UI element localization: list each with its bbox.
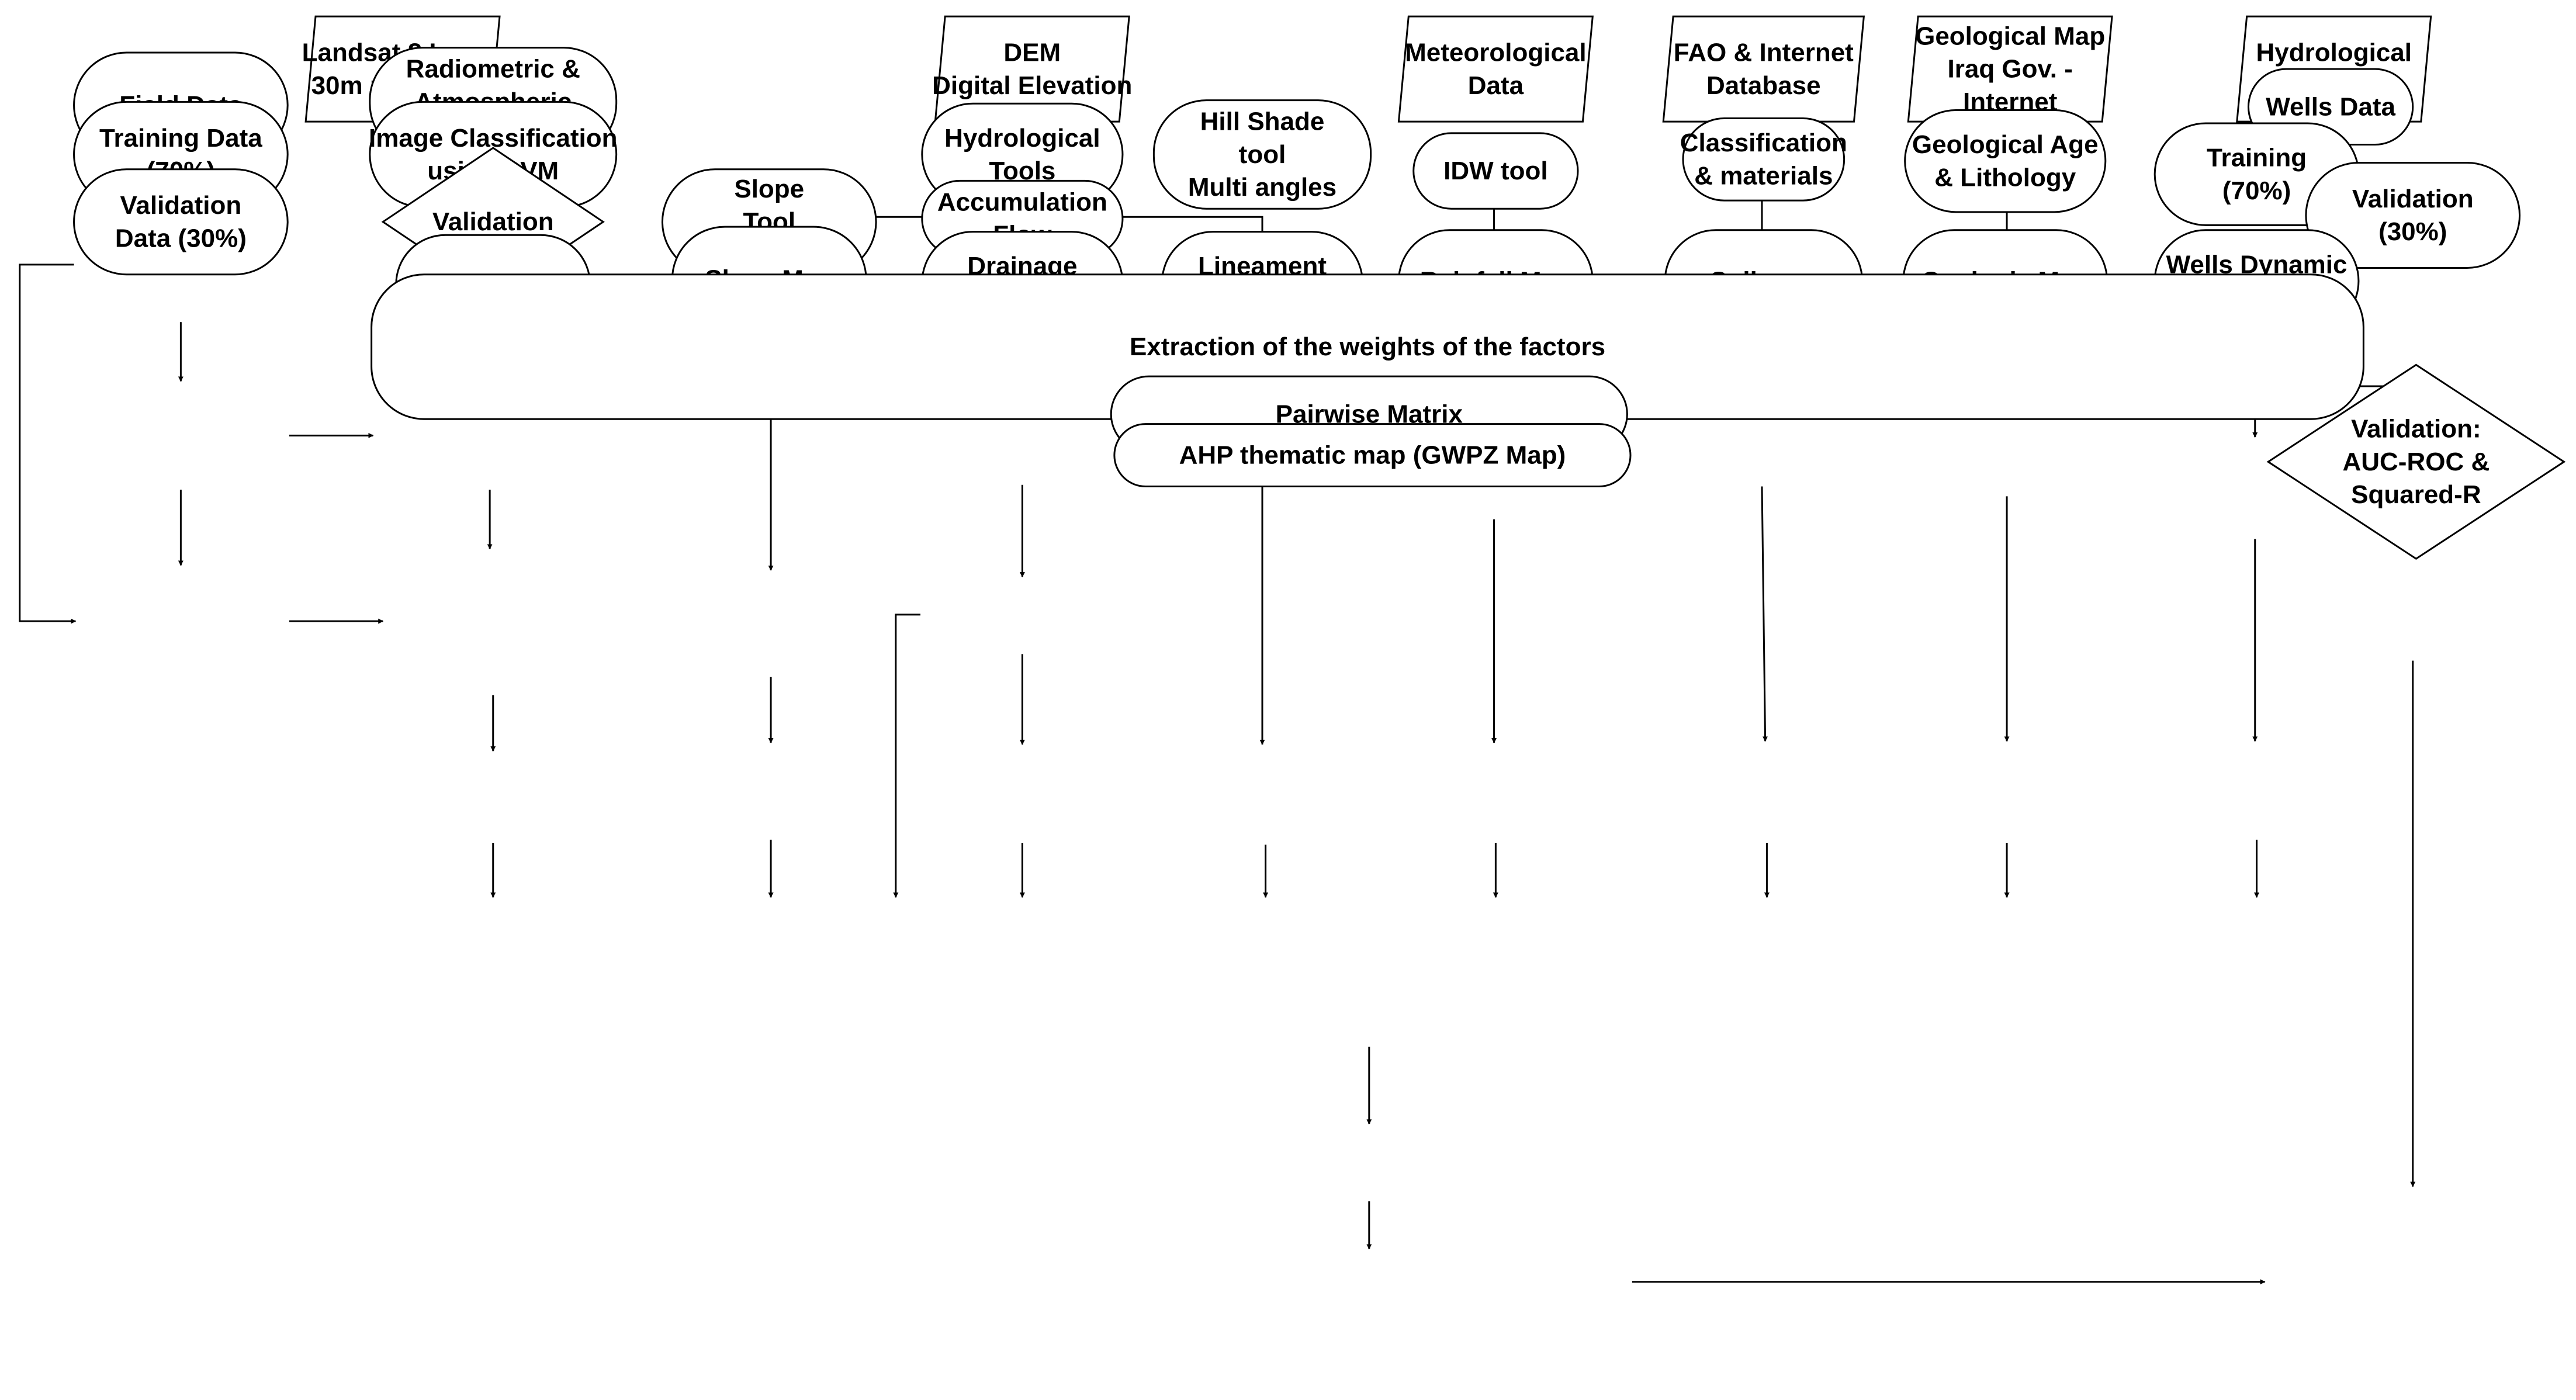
classmat-label: Classification [1680, 129, 1847, 157]
valdata-label: Validation [120, 191, 241, 220]
idw-shape [1412, 132, 1579, 210]
node-geoage: Geological Age & Lithology [1904, 109, 2107, 213]
geoage-shape [1904, 109, 2107, 213]
training-label: Training Data [99, 124, 262, 153]
geoage-label: & Lithology [1934, 163, 2076, 192]
classmat-shape [1682, 117, 1846, 202]
node-extract: Extraction of the weights of the factors [371, 273, 2364, 420]
hydtools-label: Hydrological [944, 124, 1100, 153]
nodes: Landsat 8 Image30m resolutionDEMDigital … [73, 15, 2566, 560]
dem-label: DEM [1003, 39, 1061, 67]
extract-label: Extraction of the weights of the factors [1130, 332, 1605, 361]
validation-label: Validation [432, 207, 554, 236]
hillshade-label: Hill Shade [1200, 108, 1325, 136]
meteo-label: Meteorological [1405, 39, 1587, 67]
valdata-shape [73, 168, 289, 276]
fao-label: FAO & Internet [1674, 39, 1854, 67]
fao-label: Database [1706, 71, 1821, 100]
idw-label: IDW tool [1443, 157, 1547, 185]
accum-label: Accumulation [937, 188, 1107, 216]
node-idw: IDW tool [1412, 132, 1579, 210]
final-label: Validation: [2351, 415, 2481, 443]
connector-7 [19, 264, 77, 624]
ahp-shape [1113, 423, 1632, 487]
wval-label: (30%) [2378, 217, 2447, 246]
slopetool-label: Slope [734, 175, 804, 203]
geomap-label: Geological Map [1915, 22, 2105, 50]
hillshade-label: Multi angles [1188, 173, 1337, 202]
hillshade-label: tool [1239, 140, 1286, 169]
node-ahp: AHP thematic map (GWPZ Map) [1113, 423, 1632, 487]
connector-20 [1761, 486, 1768, 742]
hillshade-shape [1152, 99, 1372, 210]
final-shape [2266, 363, 2566, 560]
wells-label: Wells Data [2266, 92, 2395, 121]
wval-label: Validation [2352, 185, 2474, 213]
ahp-label: AHP thematic map (GWPZ Map) [1179, 441, 1566, 470]
meteo-shape [1397, 15, 1594, 123]
fao-shape [1662, 15, 1865, 123]
final-label: Squared-R [2351, 480, 2481, 509]
geomap-label: Iraq Gov. - [1948, 55, 2073, 84]
radio-label: Radiometric & [406, 55, 580, 84]
node-classmat: Classification & materials [1680, 117, 1847, 202]
node-dem: DEM Digital Elevation [932, 15, 1132, 123]
classmat-label: & materials [1694, 161, 1833, 190]
meteo-label: Data [1468, 71, 1524, 100]
wtrain-label: (70%) [2222, 176, 2291, 205]
wval-shape [2305, 161, 2521, 269]
dem-label: Digital Elevation [932, 71, 1132, 100]
node-wval: Validation (30%) [2305, 161, 2521, 269]
geomap-shape [1907, 15, 2113, 123]
connector-14 [893, 614, 920, 898]
dem-shape [934, 15, 1130, 123]
valdata-label: Data (30%) [115, 224, 247, 252]
node-final: Validation: AUC-ROC & Squared-R [2266, 363, 2566, 560]
geoage-label: Geological Age [1912, 130, 2099, 159]
final-label: AUC-ROC & [2342, 448, 2490, 476]
hydro-label: Hydrological [2256, 39, 2412, 67]
wtrain-label: Training [2207, 144, 2307, 172]
